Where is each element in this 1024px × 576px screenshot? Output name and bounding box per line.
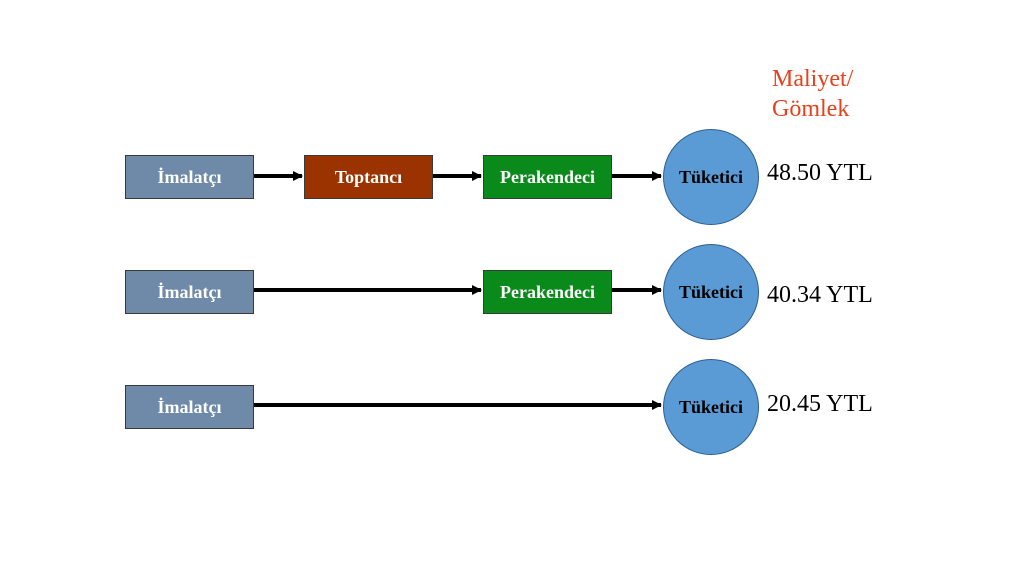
header-line-2: Gömlek <box>772 96 850 122</box>
row1-manufacturer-box: İmalatçı <box>125 155 254 199</box>
row3-consumer-circle: Tüketici <box>663 359 759 455</box>
row2-manufacturer-box: İmalatçı <box>125 270 254 314</box>
row2-retailer-box: Perakendeci <box>483 270 612 314</box>
row1-consumer-circle: Tüketici <box>663 129 759 225</box>
row2-cost: 40.34 YTL <box>767 282 873 308</box>
row3-manufacturer-box: İmalatçı <box>125 385 254 429</box>
row2-consumer-circle: Tüketici <box>663 244 759 340</box>
row1-retailer-box: Perakendeci <box>483 155 612 199</box>
cost-per-shirt-header: Maliyet/ Gömlek <box>772 64 853 124</box>
header-line-1: Maliyet/ <box>772 66 854 92</box>
row1-cost: 48.50 YTL <box>767 160 873 186</box>
row1-wholesaler-box: Toptancı <box>304 155 433 199</box>
row3-cost: 20.45 YTL <box>767 391 873 417</box>
